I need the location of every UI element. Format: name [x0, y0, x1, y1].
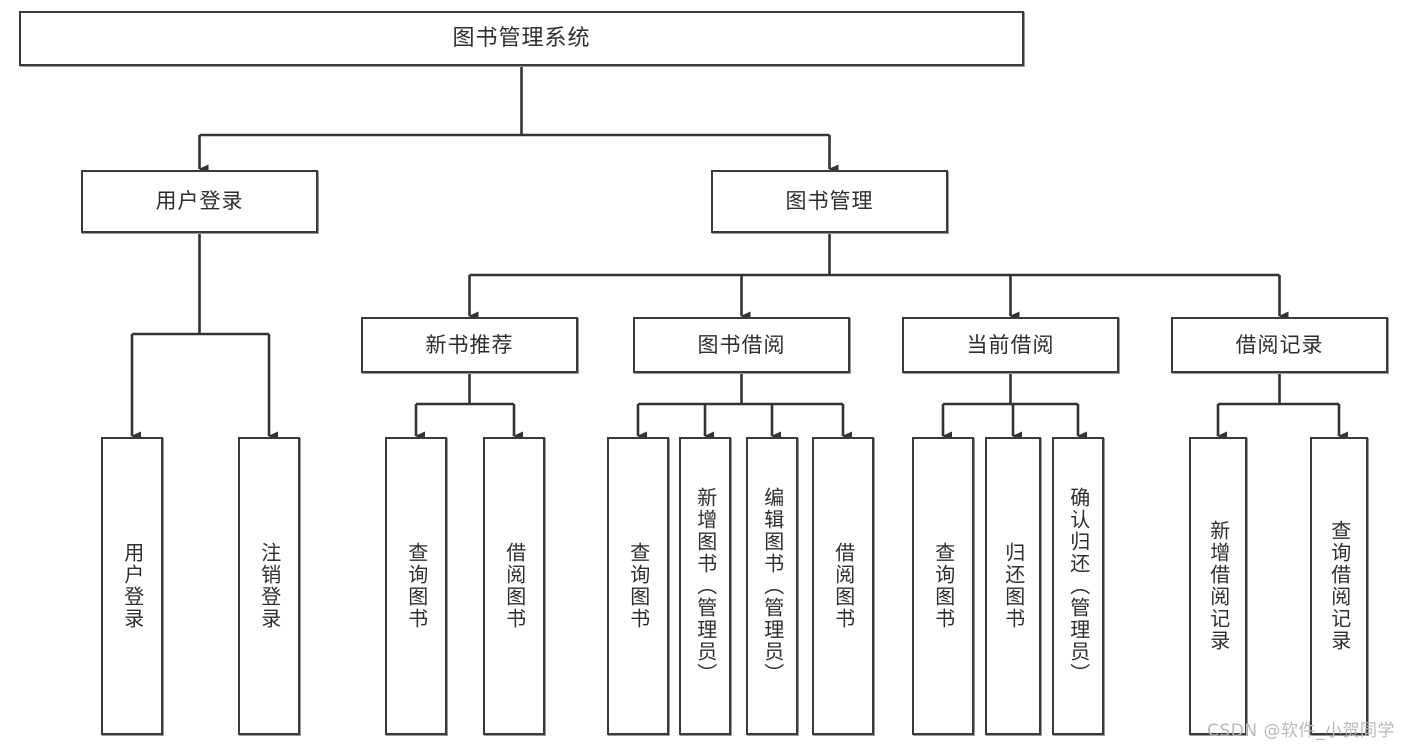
node-label: 借阅图书: [502, 542, 527, 630]
node-leaf-borrow-4[interactable]: 借阅图书: [812, 437, 874, 735]
node-label: 查询借阅记录: [1327, 520, 1352, 652]
node-leaf-new-2[interactable]: 借阅图书: [483, 437, 545, 735]
node-label: 编辑图书（管理员）: [760, 487, 785, 685]
node-label: 归还图书: [1001, 542, 1026, 630]
node-label: 图书管理系统: [452, 25, 591, 51]
node-label: 注销登录: [257, 542, 282, 630]
node-root[interactable]: 图书管理系统: [19, 11, 1024, 66]
node-record[interactable]: 借阅记录: [1171, 317, 1388, 373]
node-label: 借阅记录: [1235, 332, 1324, 357]
node-leaf-borrow-1[interactable]: 查询图书: [607, 437, 669, 735]
node-label: 查询图书: [931, 542, 956, 630]
node-leaf-cur-2[interactable]: 归还图书: [985, 437, 1041, 735]
node-label: 新增借阅记录: [1206, 520, 1231, 652]
node-borrow[interactable]: 图书借阅: [633, 317, 850, 373]
node-login[interactable]: 用户登录: [81, 170, 318, 233]
node-label: 查询图书: [626, 542, 651, 630]
node-label: 新增图书（管理员）: [693, 487, 718, 685]
node-label: 确认归还（管理员）: [1066, 487, 1091, 685]
watermark-text: CSDN @软件_小贺同学: [1207, 721, 1395, 741]
node-leaf-borrow-2[interactable]: 新增图书（管理员）: [679, 437, 731, 735]
node-label: 当前借阅: [966, 332, 1055, 357]
node-label: 新书推荐: [425, 332, 514, 357]
node-label: 借阅图书: [831, 542, 856, 630]
node-bookmgmt[interactable]: 图书管理: [711, 170, 948, 233]
node-leaf-rec-2[interactable]: 查询借阅记录: [1310, 437, 1368, 735]
node-label: 查询图书: [404, 542, 429, 630]
node-newbook[interactable]: 新书推荐: [361, 317, 578, 373]
node-leaf-cur-1[interactable]: 查询图书: [912, 437, 974, 735]
node-leaf-login-2[interactable]: 注销登录: [238, 437, 300, 735]
node-current[interactable]: 当前借阅: [902, 317, 1119, 373]
node-leaf-borrow-3[interactable]: 编辑图书（管理员）: [746, 437, 798, 735]
node-label: 图书借阅: [697, 332, 786, 357]
node-leaf-login-1[interactable]: 用户登录: [101, 437, 163, 735]
node-label: 用户登录: [155, 189, 244, 214]
node-leaf-rec-1[interactable]: 新增借阅记录: [1189, 437, 1247, 735]
node-leaf-new-1[interactable]: 查询图书: [385, 437, 447, 735]
node-label: 图书管理: [785, 189, 874, 214]
node-label: 用户登录: [120, 542, 145, 630]
node-leaf-cur-3[interactable]: 确认归还（管理员）: [1052, 437, 1104, 735]
